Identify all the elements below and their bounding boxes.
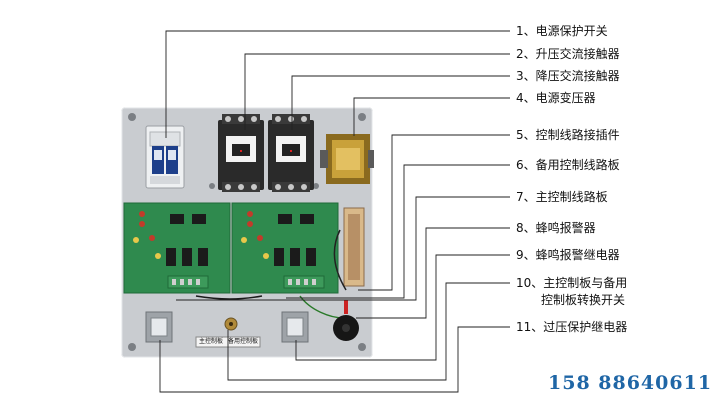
label-6: 6、备用控制线路板: [516, 158, 620, 172]
overvoltage-protection-relay: [145, 311, 173, 343]
label-8: 8、蜂鸣报警器: [516, 221, 596, 235]
contact-phone: 158 88640611: [548, 372, 713, 394]
label-3: 3、降压交流接触器: [516, 69, 620, 83]
label-5-text: 控制线路接插件: [535, 128, 620, 142]
leader-line-10: [227, 282, 510, 381]
label-3-text: 降压交流接触器: [535, 69, 620, 83]
power-transformer: [320, 134, 374, 184]
buzzer-alarm: [333, 300, 359, 341]
backup-control-board: [231, 202, 339, 294]
leader-line-7: [176, 196, 510, 301]
label-4: 4、电源变压器: [516, 91, 596, 105]
label-8-num: 8、: [516, 221, 536, 235]
label-9-text: 蜂鸣报警继电器: [535, 248, 620, 262]
label-6-num: 6、: [516, 158, 536, 172]
leader-line-8: [356, 227, 510, 319]
label-10: 10、主控制板与备用: [516, 276, 627, 290]
label-6-text: 备用控制线路板: [535, 158, 620, 172]
board-switch-knob: [224, 317, 238, 331]
label-1-num: 1、: [516, 24, 536, 38]
leader-line-3: [291, 75, 510, 130]
label-8-text: 蜂鸣报警器: [535, 221, 596, 235]
leader-line-6: [286, 164, 510, 299]
label-5: 5、控制线路接插件: [516, 128, 620, 142]
leader-line-4: [353, 97, 510, 136]
label-2-num: 2、: [516, 47, 536, 61]
label-7-num: 7、: [516, 190, 536, 204]
label-5-num: 5、: [516, 128, 536, 142]
leader-lines: [159, 30, 510, 393]
label-9-num: 9、: [516, 248, 536, 262]
label-10-text: 主控制板与备用: [543, 276, 628, 290]
label-2: 2、升压交流接触器: [516, 47, 620, 61]
step-down-contactor: [268, 114, 314, 192]
switch-plate-left-text: 主控制板: [199, 338, 224, 345]
label-10-num: 10、: [516, 276, 544, 290]
leader-line-1: [165, 30, 510, 138]
control-line-connector: [333, 207, 365, 291]
step-up-contactor: [218, 114, 264, 192]
buzzer-alarm-relay: [281, 311, 309, 343]
label-10-line2: 控制板转换开关: [541, 293, 626, 307]
label-4-text: 电源变压器: [535, 91, 596, 105]
label-11-num: 11、: [516, 320, 544, 334]
leader-line-9: [295, 254, 510, 361]
label-11-text: 过压保护继电器: [543, 320, 628, 334]
label-7: 7、主控制线路板: [516, 190, 608, 204]
leader-line-2: [244, 53, 510, 130]
leader-line-5: [358, 134, 510, 291]
label-9: 9、蜂鸣报警继电器: [516, 248, 620, 262]
label-2-text: 升压交流接触器: [535, 47, 620, 61]
label-7-text: 主控制线路板: [535, 190, 608, 204]
label-4-num: 4、: [516, 91, 536, 105]
label-3-num: 3、: [516, 69, 536, 83]
label-1: 1、电源保护开关: [516, 24, 608, 38]
label-11: 11、过压保护继电器: [516, 320, 627, 334]
label-1-text: 电源保护开关: [535, 24, 608, 38]
switch-plate-right-text: 备用控制板: [228, 338, 259, 345]
power-protection-breaker: [145, 125, 185, 189]
leader-line-11: [159, 326, 510, 393]
mounting-holes: [128, 113, 366, 351]
main-control-board: [123, 202, 231, 294]
